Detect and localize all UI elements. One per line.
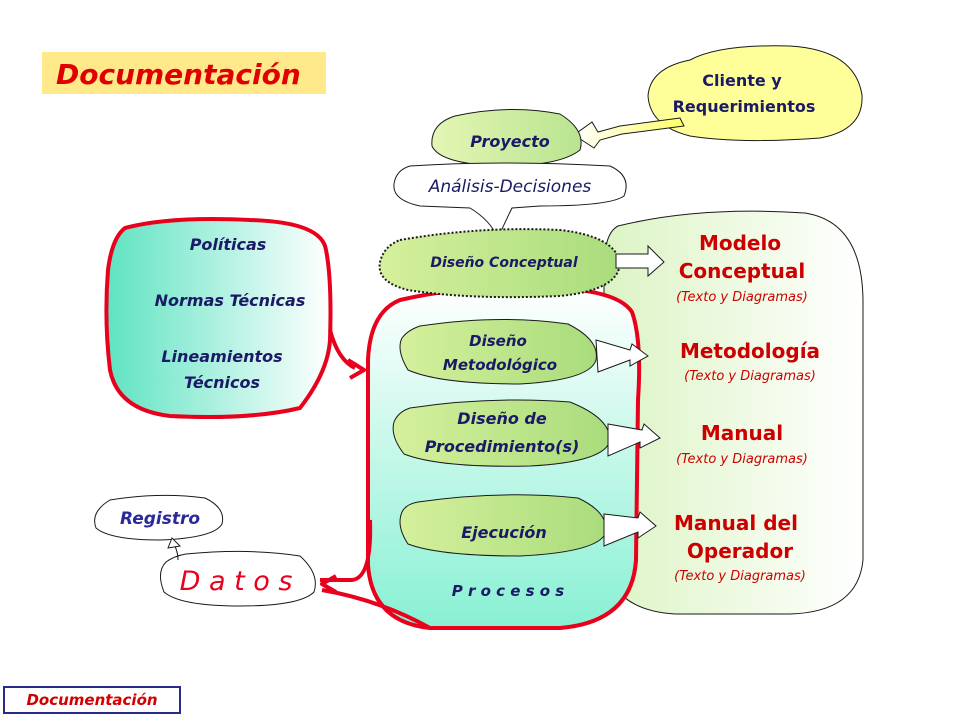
modelo-sub: (Texto y Diagramas)	[676, 290, 808, 305]
ejecucion-to-manual-operador-arrow	[603, 511, 657, 547]
diseno-metodologico-label-2: Metodológico	[443, 356, 557, 374]
metodologia-label: Metodología	[680, 339, 820, 363]
diseno-procedimiento-pill[interactable]	[392, 399, 611, 467]
conceptual-to-modelo-arrow	[615, 244, 665, 278]
footer-documentacion-label: Documentación	[3, 686, 181, 714]
metodologia-sub: (Texto y Diagramas)	[684, 369, 816, 384]
modelo-label-1: Modelo	[699, 231, 781, 255]
analisis-bubble	[393, 162, 627, 240]
normas-label: Normas Técnicas	[155, 291, 306, 310]
registro-arrowhead	[167, 537, 182, 549]
processes-to-datos-connector	[320, 519, 373, 582]
client-to-proyecto-arrow	[573, 117, 685, 149]
datos-arrowhead	[320, 574, 337, 594]
diseno-metodologico-label-1: Diseño	[469, 332, 527, 350]
client-bubble	[647, 45, 863, 142]
ejecucion-label: Ejecución	[461, 523, 547, 542]
manual-operador-sub: (Texto y Diagramas)	[674, 569, 806, 584]
diseno-procedimiento-label-2: Procedimiento(s)	[425, 437, 580, 456]
registro-bubble[interactable]	[94, 494, 224, 541]
policies-container	[104, 217, 333, 419]
client-line-1: Cliente y	[702, 71, 782, 90]
proyecto-pill[interactable]	[431, 108, 582, 167]
manual-sub: (Texto y Diagramas)	[676, 452, 808, 467]
procedimiento-to-manual-arrow	[607, 423, 661, 457]
manual-label: Manual	[701, 421, 783, 445]
lineamientos-label-1: Lineamientos	[161, 347, 282, 366]
diseno-metodologico-pill[interactable]	[399, 318, 597, 385]
datos-label: D a t o s	[180, 566, 293, 597]
manual-operador-label-1: Manual del	[674, 511, 798, 535]
datos-bubble[interactable]	[160, 550, 316, 607]
metodologico-to-metodologia-arrow	[595, 339, 649, 373]
client-line-2: Requerimientos	[673, 97, 816, 116]
diseno-conceptual-pill[interactable]	[378, 228, 622, 299]
title-banner	[42, 52, 326, 94]
policies-arrowhead	[346, 358, 366, 380]
manual-operador-label-2: Operador	[687, 539, 793, 563]
registro-label: Registro	[120, 509, 200, 529]
proyecto-label: Proyecto	[470, 132, 550, 151]
modelo-label-2: Conceptual	[679, 259, 806, 283]
lineamientos-label-2: Técnicos	[184, 373, 260, 392]
diseno-conceptual-label: Diseño Conceptual	[430, 255, 577, 271]
analisis-label: Análisis-Decisiones	[428, 177, 592, 197]
page-title: Documentación	[56, 58, 301, 91]
ejecucion-pill[interactable]	[399, 494, 607, 557]
politicas-label: Políticas	[190, 235, 267, 254]
procesos-label: P r o c e s o s	[452, 582, 565, 600]
diseno-procedimiento-label-1: Diseño de	[457, 409, 547, 428]
policies-to-processes-connector	[328, 329, 356, 370]
